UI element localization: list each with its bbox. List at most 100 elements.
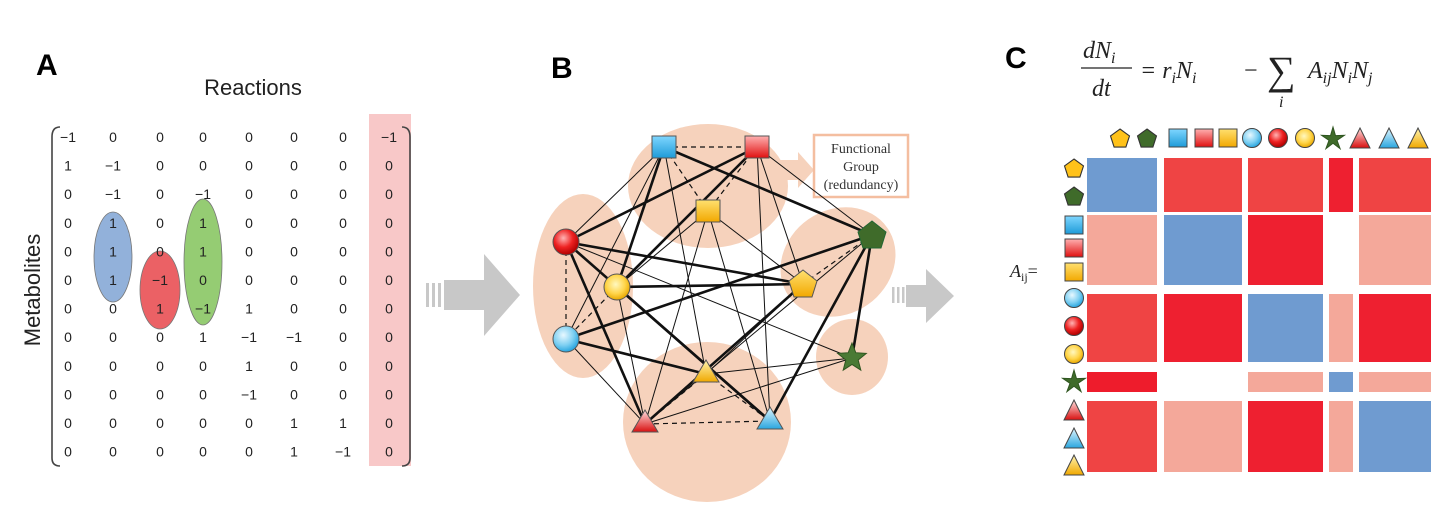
matrix-cell: 0 — [339, 329, 347, 345]
interaction-block-squares-triangles — [1359, 215, 1431, 285]
edge-rs-gp — [756, 146, 873, 236]
lotka-volterra-equation: dNi dt = riNi − ∑ i AijNiNj — [1081, 38, 1373, 111]
matrix-cell: −1 — [335, 444, 351, 460]
interaction-block-star-star — [1329, 372, 1353, 392]
edge-gp-bt — [768, 234, 874, 422]
edge-gp-rt — [644, 234, 873, 425]
red-circle-icon — [1268, 128, 1288, 148]
yellow-square-icon — [1218, 128, 1238, 148]
matrix-cell: 0 — [156, 415, 164, 431]
matrix-cell: 1 — [199, 243, 207, 259]
matrix-cell: 1 — [245, 301, 253, 317]
matrix-cell: 0 — [199, 358, 207, 374]
edge-gp-st — [850, 234, 874, 359]
node-red-square — [744, 135, 770, 159]
matrix-cell: 0 — [385, 158, 393, 174]
matrix-cell: 0 — [109, 301, 117, 317]
panel-c: C dNi dt = riNi − ∑ i AijNiNj Aij= — [1005, 38, 1431, 476]
red-square-icon — [1064, 238, 1084, 258]
matrix-cell: 1 — [64, 158, 72, 174]
matrix-cell: 0 — [156, 329, 164, 345]
matrix-cell: 0 — [385, 386, 393, 402]
matrix-cell: 0 — [64, 243, 72, 259]
functional-group-callout: Functional Group (redundancy) — [772, 133, 910, 199]
node-blue-triangle — [756, 406, 784, 430]
matrix-cell: 0 — [245, 158, 253, 174]
matrix-cell: 0 — [385, 444, 393, 460]
callout-line-1: Functional — [831, 142, 891, 157]
arrow-bc-head — [906, 269, 954, 323]
eq-sum-index: i — [1279, 94, 1283, 111]
matrix-cell: 0 — [339, 386, 347, 402]
arrow-ab-stripe — [438, 283, 441, 307]
matrix-cell: 0 — [245, 186, 253, 202]
eq-growth-term: = riNi — [1140, 58, 1196, 87]
matrix-cell: −1 — [152, 272, 168, 288]
interaction-block-squares-circles — [1248, 215, 1323, 285]
matrix-cell: 0 — [109, 358, 117, 374]
matrix-cell: 1 — [339, 415, 347, 431]
column-species-icons — [1109, 125, 1429, 151]
blue-triangle-icon — [1378, 126, 1400, 149]
matrix-cell: 1 — [290, 415, 298, 431]
edge-rc-st — [565, 241, 853, 359]
blue-circle-icon — [1064, 288, 1084, 308]
edge-rs-yc — [616, 146, 758, 288]
matrix-cell: −1 — [195, 186, 211, 202]
panel-b-letter: B — [551, 52, 573, 85]
matrix-left-bracket — [51, 126, 61, 467]
matrix-cell: 0 — [245, 444, 253, 460]
edge-rc-yp — [565, 240, 804, 286]
matrix-cell: 0 — [199, 415, 207, 431]
edge-bc-yt — [565, 337, 707, 376]
node-yellow-pentagon — [788, 269, 818, 298]
matrix-right-bracket — [401, 126, 411, 467]
network-edges — [564, 145, 874, 425]
interaction-block-triangles-pentagons — [1087, 401, 1157, 472]
arrow-bc-stripe — [892, 287, 895, 303]
matrix-cell: 0 — [290, 272, 298, 288]
matrix-cell: 0 — [290, 129, 298, 145]
yellow-circle-icon — [1064, 344, 1084, 364]
interaction-block-circles-squares — [1164, 294, 1242, 362]
matrix-cell: 0 — [339, 129, 347, 145]
matrix-cell: 0 — [64, 329, 72, 345]
matrix-cell: 0 — [339, 243, 347, 259]
stoichiometric-matrix: −1 0 0 0 0 0 0 −1 1 −1 0 0 0 0 0 0 0 −1 0 −1 0 0 0 0 0 1 0 1 0 0 0 0 0 1 0… — [60, 129, 397, 460]
edge-yc-bt — [616, 286, 771, 422]
edge-bs-rc — [565, 146, 665, 243]
matrix-cell: 0 — [290, 186, 298, 202]
matrix-cell: −1 — [60, 129, 76, 145]
interaction-block-pentagons-triangles — [1359, 158, 1431, 212]
node-yellow-triangle — [692, 359, 720, 383]
node-green-pentagon — [857, 220, 887, 249]
edge-yp-rt — [644, 283, 804, 425]
matrix-cell: 0 — [290, 158, 298, 174]
interaction-block-triangles-star — [1329, 401, 1353, 472]
interaction-block-pentagons-star — [1329, 158, 1353, 212]
green-pentagon-icon — [1063, 186, 1085, 206]
matrix-cell: 0 — [156, 358, 164, 374]
matrix-cell: 0 — [385, 272, 393, 288]
matrix-cell: 1 — [109, 215, 117, 231]
callout-box — [812, 133, 910, 199]
interaction-block-pentagons-circles — [1248, 158, 1323, 212]
matrix-cell: 0 — [109, 129, 117, 145]
matrix-cell: 0 — [64, 358, 72, 374]
matrix-cell: 0 — [339, 301, 347, 317]
arrow-ab-stripe — [432, 283, 435, 307]
eq-numerator: dNi — [1083, 38, 1115, 67]
edge-bc-rt — [565, 338, 646, 425]
interaction-block-squares-pentagons — [1087, 215, 1157, 285]
matrix-cell: 0 — [385, 186, 393, 202]
matrix-cell: −1 — [195, 301, 211, 317]
node-blue-square — [651, 135, 677, 159]
matrix-cell: 0 — [156, 444, 164, 460]
node-yellow-circle — [603, 273, 631, 301]
yellow-pentagon-icon — [1063, 158, 1085, 178]
interaction-block-triangles-triangles — [1359, 401, 1431, 472]
edge-ys-rt — [644, 210, 709, 425]
edge-ys-bt — [707, 210, 771, 422]
